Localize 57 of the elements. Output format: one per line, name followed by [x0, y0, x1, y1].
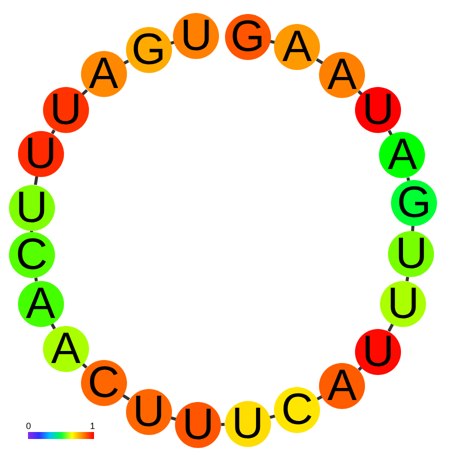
nucleotide-letter: C [16, 233, 48, 278]
nucleotide-letter: A [51, 326, 80, 371]
nucleotide-letter: G [396, 181, 432, 225]
backbone-line [406, 276, 410, 282]
backbone-line [122, 394, 130, 401]
backbone-line [221, 422, 225, 426]
backbone-line [411, 226, 414, 232]
nucleotide-letter: A [327, 364, 357, 408]
nucleotide-circle [80, 51, 127, 98]
nucleotide-letter: C [281, 388, 313, 432]
nucleotide-circle [18, 130, 64, 176]
nucleotide-letter: U [180, 14, 212, 58]
nucleotide-letter: U [232, 402, 264, 446]
backbone-line [34, 278, 38, 282]
scale-tick-label: 0 [26, 422, 32, 431]
nucleotide-circle [224, 14, 271, 60]
nucleotide-circle [80, 360, 127, 406]
nucleotide-circle [355, 328, 402, 374]
nucleotide-letter: G [131, 28, 166, 72]
nucleotide-circle [8, 184, 55, 230]
backbone-line [50, 129, 56, 134]
nucleotide-circle [274, 24, 320, 70]
nucleotide-letter: U [396, 232, 428, 276]
backbone-line [34, 176, 38, 186]
nucleotide-letter: G [230, 14, 265, 58]
nucleotide-letter: C [88, 361, 120, 405]
nucleotide-circle [391, 180, 438, 226]
nucleotide-circle [126, 27, 172, 73]
backbone-line [388, 323, 394, 332]
nucleotide-circle [42, 326, 89, 372]
nucleotide-letter: A [388, 133, 418, 178]
backbone-line [316, 58, 324, 64]
nucleotide-circle [8, 232, 55, 278]
nucleotide-circle [18, 280, 64, 327]
nucleotide-circle [274, 387, 320, 433]
nucleotide-letter: U [132, 390, 164, 434]
nucleotide-letter: U [387, 282, 420, 326]
nucleotide-circle [126, 388, 172, 435]
nucleotide-circle [379, 132, 426, 178]
backbone-line [81, 89, 88, 96]
nucleotide-letter: U [182, 403, 214, 448]
nucleotide-letter: U [16, 186, 48, 230]
nucleotide-letter: A [327, 53, 357, 98]
nucleotide-letter: A [26, 282, 56, 326]
backbone-line [406, 177, 410, 182]
nucleotide-circle [42, 87, 89, 134]
nucleotide-letter: A [88, 52, 118, 96]
nucleotide-letter: U [50, 88, 82, 132]
nucleotide-circle [319, 362, 366, 409]
scale-tick-label: 1 [90, 422, 96, 431]
nucleotide-letter: U [362, 330, 394, 374]
nucleotide-circle [319, 52, 366, 98]
nucleotide-letter: A [282, 25, 312, 70]
nucleotide-circle [224, 400, 271, 446]
nucleotide-circle [355, 87, 402, 134]
nucleotide-letter: U [362, 88, 394, 132]
nucleotide-letter: U [24, 132, 56, 176]
